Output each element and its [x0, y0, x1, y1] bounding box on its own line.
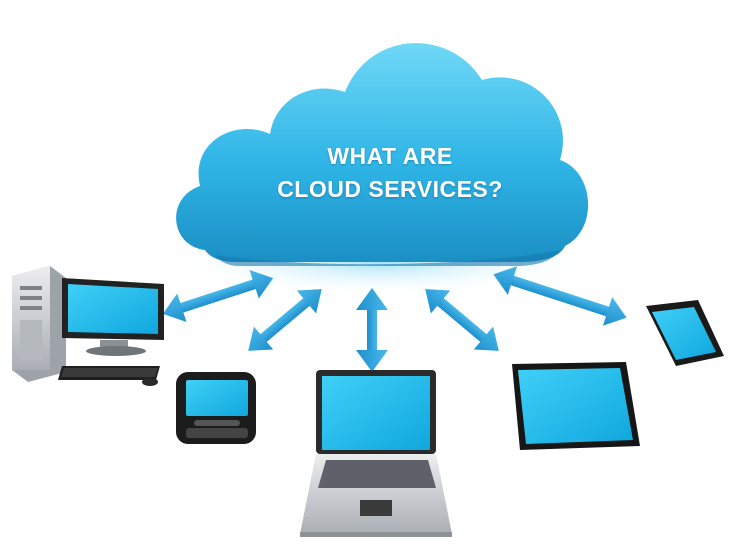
cloud-title-line-2: CLOUD SERVICES? — [277, 176, 503, 202]
smartphone-icon — [176, 372, 256, 444]
phone-icon — [646, 300, 724, 366]
arrow-to-smartphone — [248, 289, 322, 351]
arrow-to-desktop — [162, 269, 274, 323]
cloud-icon — [176, 43, 589, 266]
arrow-to-tablet — [425, 289, 499, 351]
arrow-to-phone — [493, 266, 627, 326]
cloud-title: WHAT ARE CLOUD SERVICES? — [200, 140, 580, 206]
cloud-title-line-1: WHAT ARE — [327, 143, 453, 169]
desktop-computer-icon — [12, 266, 164, 386]
arrow-to-laptop — [356, 288, 388, 372]
tablet-icon — [512, 362, 640, 450]
laptop-icon — [300, 370, 452, 537]
